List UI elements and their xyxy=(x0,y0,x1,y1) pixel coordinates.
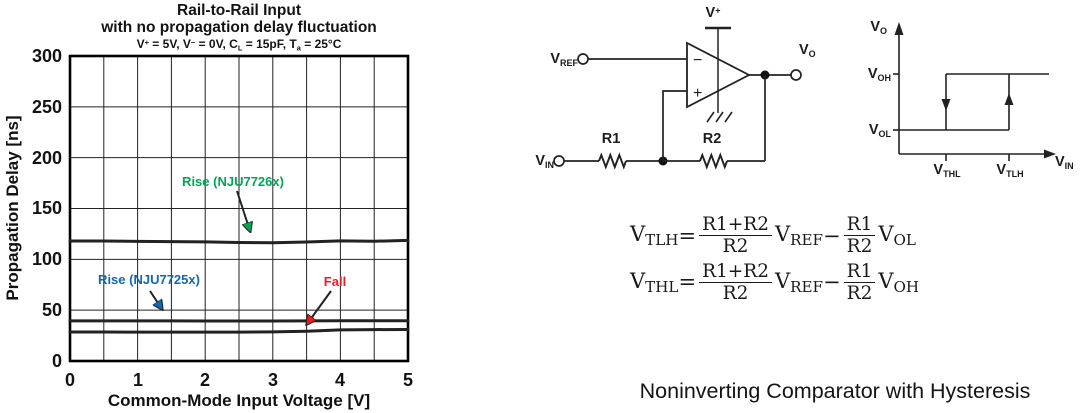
series-label-arrows xyxy=(149,190,332,324)
arrow-fall xyxy=(307,290,332,324)
vin-axis-arrow xyxy=(1044,149,1056,159)
vin-terminal xyxy=(553,155,565,167)
opamp-plus-input: + xyxy=(693,85,702,102)
y-tick-250: 250 xyxy=(31,97,62,117)
comparator-circuit-schematic: − + xyxy=(553,26,802,170)
x-tick-0: 0 xyxy=(64,370,75,390)
series-line xyxy=(68,327,410,334)
chart-conditions: V+ = 5V, V− = 0V, CL = 15pF, Ta = 25°C xyxy=(136,37,342,53)
x-tick-5: 5 xyxy=(402,370,413,390)
r1-label: R1 xyxy=(601,131,621,147)
vin-label: VIN xyxy=(535,153,554,170)
y-tick-50: 50 xyxy=(41,300,62,320)
series-label-fall: Fall xyxy=(323,274,347,289)
x-tick-2: 2 xyxy=(199,370,210,390)
y-tick-150: 150 xyxy=(31,198,62,218)
vo-terminal xyxy=(790,69,802,81)
hysteresis-transfer-curve xyxy=(893,22,1056,161)
y-tick-100: 100 xyxy=(31,249,62,269)
opamp-minus-input: − xyxy=(693,52,702,69)
noninverting-feedback-wire xyxy=(662,90,687,161)
hysteresis-vo-label: VO xyxy=(870,19,887,36)
series-line xyxy=(68,238,410,245)
resistor-r1 xyxy=(598,152,627,170)
x-tick-3: 3 xyxy=(267,370,278,390)
vref-label: VREF xyxy=(550,51,578,68)
hysteresis-vol-label: VOL xyxy=(868,122,891,139)
hysteresis-vin-label: VIN xyxy=(1055,154,1074,171)
figure-caption: Noninverting Comparator with Hysteresis xyxy=(639,379,1031,403)
hysteresis-vthl-label: VTHL xyxy=(933,162,961,179)
arrow-rise-nju7726x xyxy=(236,190,250,231)
r2-label: R2 xyxy=(702,131,722,147)
vplus-label: V+ xyxy=(705,5,721,21)
plot-border xyxy=(68,54,410,363)
series-label-rise-nju7726x: Rise (NJU7726x) xyxy=(182,174,284,189)
x-tick-4: 4 xyxy=(334,370,345,390)
propagation-delay-plot xyxy=(68,54,410,363)
chart-title-line2: with no propagation delay fluctuation xyxy=(101,19,377,36)
up-arrow xyxy=(1004,93,1014,105)
y-tick-300: 300 xyxy=(31,46,62,66)
arrow-rise-nju7725x xyxy=(149,290,162,309)
down-arrow xyxy=(941,99,951,111)
vo-label: VO xyxy=(799,42,816,59)
series-label-rise-nju7725x: Rise (NJU7725x) xyxy=(98,272,200,287)
x-tick-1: 1 xyxy=(132,370,143,390)
vo-axis-arrow xyxy=(894,22,904,35)
y-tick-200: 200 xyxy=(31,148,62,168)
chart-title-line1: Rail-to-Rail Input xyxy=(177,2,301,19)
plot-grid-and-series xyxy=(68,54,410,363)
hysteresis-voh-label: VOH xyxy=(867,66,891,83)
y-tick-0: 0 xyxy=(51,351,62,371)
resistor-r2 xyxy=(699,152,728,170)
ground-icon xyxy=(706,111,733,123)
opamp-triangle xyxy=(686,41,751,109)
hysteresis-vtlh-label: VTLH xyxy=(996,162,1024,179)
vref-terminal xyxy=(577,53,589,65)
x-axis-title: Common-Mode Input Voltage [V] xyxy=(107,391,371,410)
